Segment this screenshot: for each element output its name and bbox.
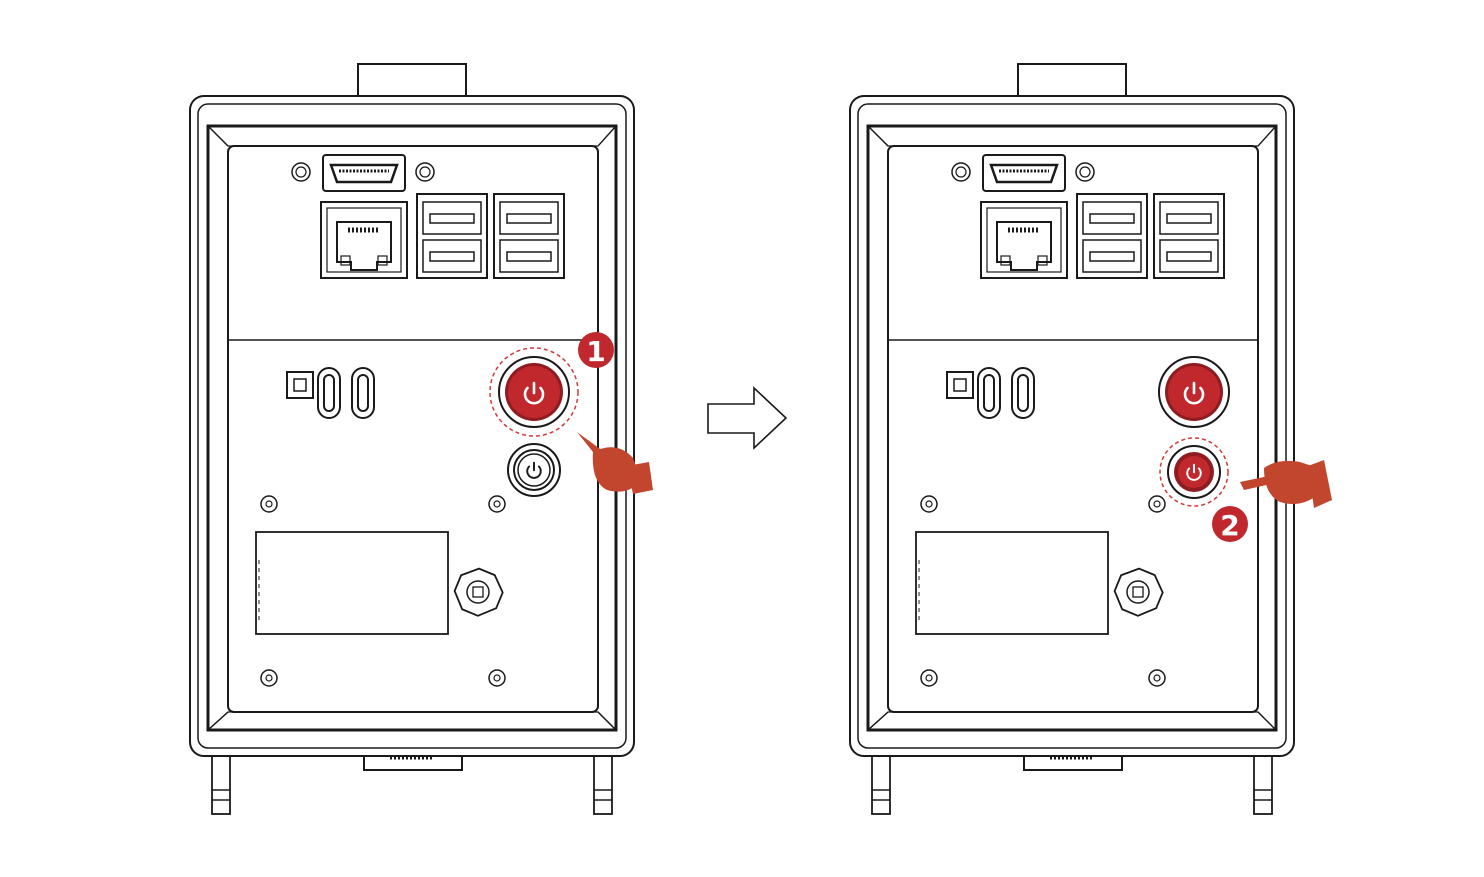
main-power-button[interactable] (489, 347, 579, 437)
step-number: 1 (586, 335, 605, 368)
device-after-panel: 2 (850, 64, 1332, 814)
secondary-power-button[interactable] (507, 443, 561, 497)
step-badge: 1 (578, 332, 614, 368)
step-badge: 2 (1212, 506, 1248, 542)
secondary-power-button[interactable] (1159, 437, 1229, 507)
step-number: 2 (1220, 509, 1239, 542)
main-power-button[interactable] (1158, 356, 1230, 428)
pointing-hand-icon (1240, 460, 1332, 508)
device-before-panel: 1 (190, 64, 653, 814)
right-arrow-outline-icon (707, 386, 788, 450)
